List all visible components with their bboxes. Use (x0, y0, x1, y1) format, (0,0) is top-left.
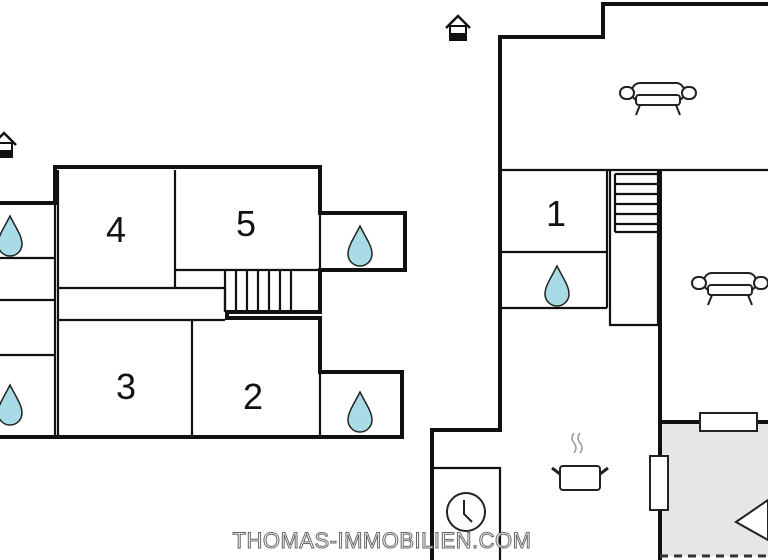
sofa-icon (619, 82, 697, 116)
furniture-shape (734, 498, 768, 542)
house-entrance-icon (0, 131, 18, 159)
room-label-5: 5 (236, 203, 256, 244)
stairs-icon (223, 270, 293, 312)
sofa-icon (691, 272, 768, 306)
water-drop-icon (347, 225, 373, 267)
room-label-2: 2 (243, 376, 263, 417)
room-label-4: 4 (106, 209, 126, 250)
stairs-icon (613, 172, 658, 234)
right-building: 1 (430, 2, 768, 560)
house-entrance-icon (444, 14, 472, 42)
water-drop-icon (0, 215, 23, 257)
cooking-pot-icon (551, 432, 609, 491)
window-icon (699, 412, 758, 432)
shaded-room (660, 422, 768, 556)
left-building: 4 5 3 2 (0, 131, 407, 439)
water-drop-icon (0, 384, 23, 426)
window-icon (649, 455, 669, 511)
watermark: THOMAS-IMMOBILIEN.COM (233, 528, 532, 553)
room-label-3: 3 (116, 366, 136, 407)
room-label-1: 1 (546, 193, 566, 234)
clock-icon (446, 492, 486, 532)
water-drop-icon (544, 265, 570, 307)
water-drop-icon (347, 391, 373, 433)
